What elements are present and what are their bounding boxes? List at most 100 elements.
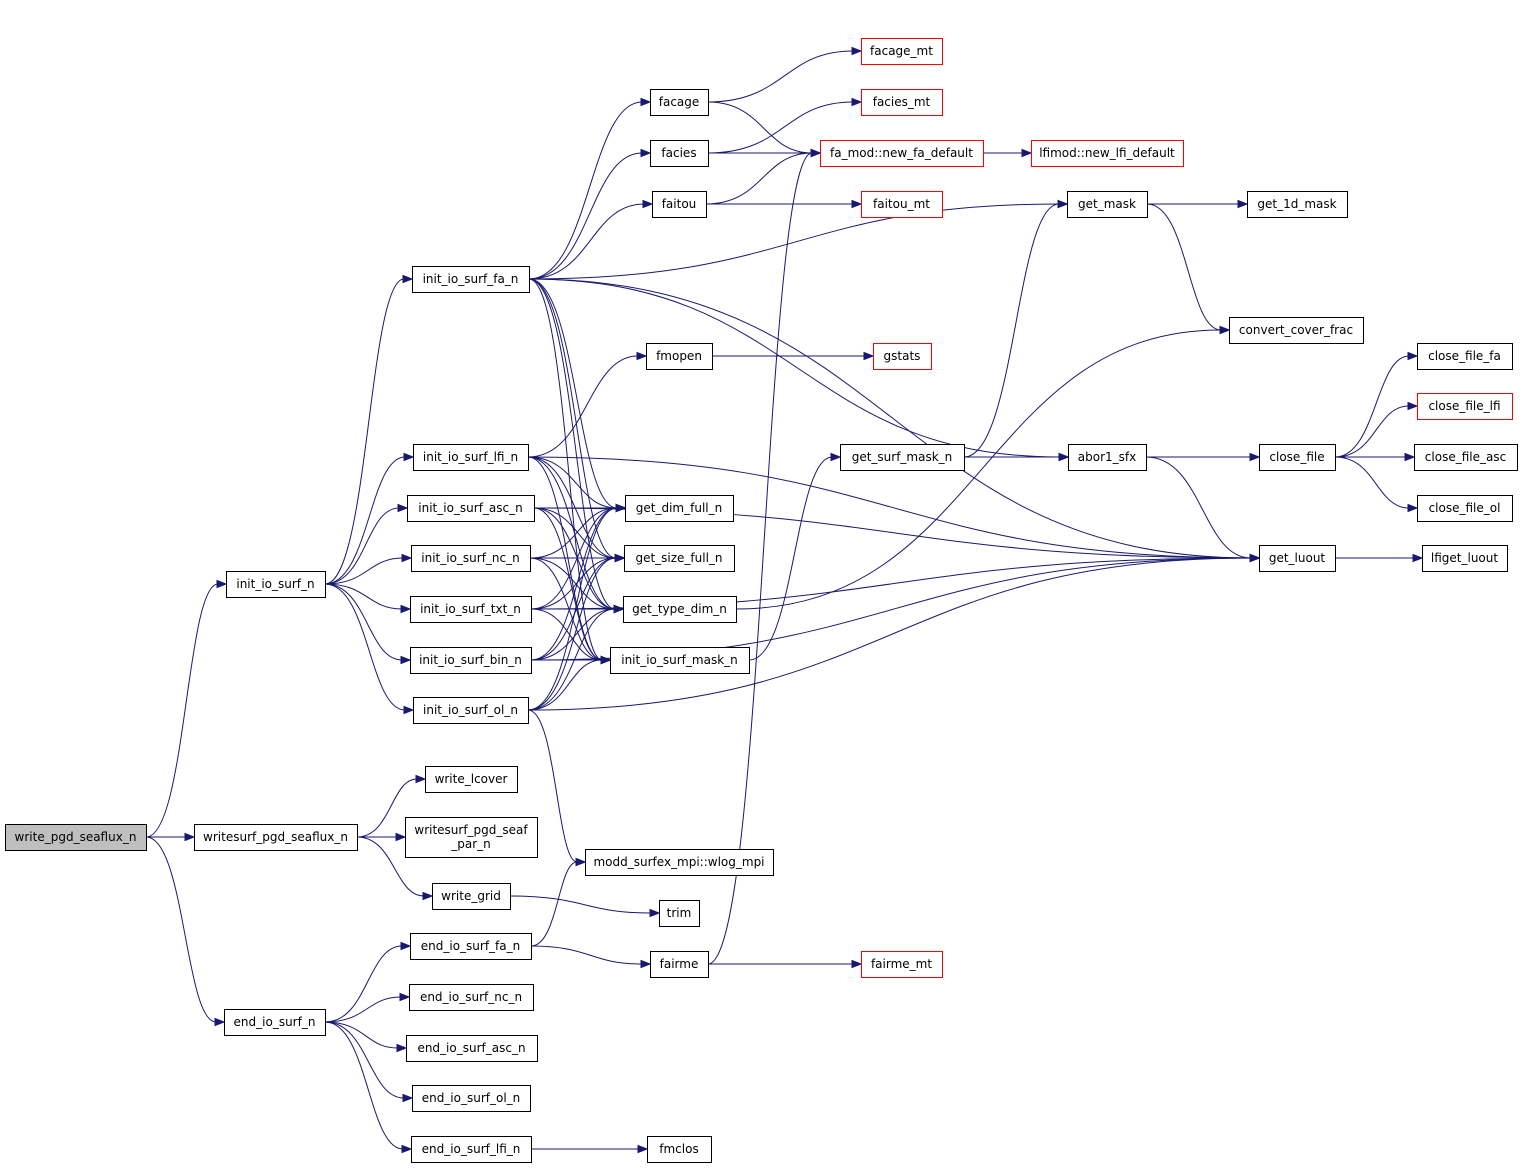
arrowhead-icon <box>637 1144 649 1154</box>
node-fairme-mt[interactable]: fairme_mt <box>861 951 943 978</box>
arrowhead-icon <box>400 941 412 951</box>
arrowhead-icon <box>216 579 228 589</box>
node-write-lcover[interactable]: write_lcover <box>425 766 518 793</box>
node-label: init_io_surf_asc_n <box>418 501 522 515</box>
node-label: close_file_asc <box>1425 450 1506 464</box>
node-init-io-surf-bin-n[interactable]: init_io_surf_bin_n <box>410 647 532 674</box>
node-box <box>610 647 750 674</box>
node-label: get_luout <box>1269 551 1326 565</box>
node-init-io-surf-ol-n[interactable]: init_io_surf_ol_n <box>413 697 529 724</box>
node-faitou[interactable]: faitou <box>652 191 707 218</box>
node-end-io-surf-ol-n[interactable]: end_io_surf_ol_n <box>412 1085 531 1112</box>
node-get-1d-mask[interactable]: get_1d_mask <box>1247 191 1348 218</box>
node-get-luout[interactable]: get_luout <box>1259 545 1336 572</box>
node-box <box>652 191 707 218</box>
node-end-io-surf-asc-n[interactable]: end_io_surf_asc_n <box>406 1035 538 1062</box>
node-fairme[interactable]: fairme <box>650 951 709 978</box>
node-writesurf-pgd-seaf-par-n[interactable]: writesurf_pgd_seaf_par_n <box>405 817 538 858</box>
call-edge <box>527 553 626 711</box>
node-init-io-surf-fa-n[interactable]: init_io_surf_fa_n <box>412 266 530 293</box>
call-edge <box>356 774 427 838</box>
call-edge <box>530 503 627 661</box>
node-label: get_dim_full_n <box>636 501 722 515</box>
node-box <box>625 495 734 522</box>
node-get-type-dim-n[interactable]: get_type_dim_n <box>623 596 737 623</box>
node-get-surf-mask-n[interactable]: get_surf_mask_n <box>840 444 965 471</box>
node-box <box>432 883 511 910</box>
node-box <box>410 647 532 674</box>
node-trim[interactable]: trim <box>659 900 700 927</box>
call-edge <box>324 1021 408 1053</box>
node-end-io-surf-n[interactable]: end_io_surf_n <box>224 1009 326 1036</box>
node-label: write_pgd_seaflux_n <box>15 830 137 844</box>
call-edge <box>527 351 648 458</box>
node-label: facies <box>661 146 696 160</box>
node-init-io-surf-lfi-n[interactable]: init_io_surf_lfi_n <box>413 444 529 471</box>
call-edge <box>708 148 822 158</box>
node-init-io-surf-nc-n[interactable]: init_io_surf_nc_n <box>411 545 531 572</box>
call-edge <box>530 604 625 661</box>
node-box <box>1417 495 1513 522</box>
node-label: end_io_surf_ol_n <box>422 1091 521 1105</box>
node-convert-cover-frac[interactable]: convert_cover_frac <box>1229 317 1364 344</box>
node-end-io-surf-nc-n[interactable]: end_io_surf_nc_n <box>409 984 534 1011</box>
arrowhead-icon <box>575 857 587 867</box>
arrowhead-icon <box>399 992 411 1002</box>
node-box <box>413 697 529 724</box>
arrowhead-icon <box>614 553 626 563</box>
node-label: init_io_surf_bin_n <box>419 653 522 667</box>
node-lfiget-luout[interactable]: lfiget_luout <box>1422 545 1508 572</box>
node-close-file-asc[interactable]: close_file_asc <box>1414 444 1518 471</box>
call-edge <box>527 709 587 867</box>
call-edge <box>527 503 627 711</box>
node-label: close_file_fa <box>1428 349 1501 363</box>
node-init-io-surf-txt-n[interactable]: init_io_surf_txt_n <box>410 596 532 623</box>
call-edge <box>324 1021 414 1103</box>
node-gstats[interactable]: gstats <box>873 343 932 370</box>
node-facies[interactable]: facies <box>650 140 709 167</box>
call-edge <box>528 97 652 280</box>
node-facies-mt[interactable]: facies_mt <box>861 89 943 116</box>
node-init-io-surf-n[interactable]: init_io_surf_n <box>226 571 326 598</box>
node-label: end_io_surf_lfi_n <box>422 1142 521 1156</box>
node-facage[interactable]: facage <box>650 89 709 116</box>
node-label: modd_surfex_mpi::wlog_mpi <box>593 855 764 869</box>
node-modd-surfex-mpi-wlog-mpi[interactable]: modd_surfex_mpi::wlog_mpi <box>585 849 774 876</box>
node-close-file-lfi[interactable]: close_file_lfi <box>1417 393 1513 420</box>
node-facage-mt[interactable]: facage_mt <box>861 38 943 65</box>
arrowhead-icon <box>1021 148 1033 158</box>
node-fa-mod-new-fa-default[interactable]: fa_mod::new_fa_default <box>820 140 984 167</box>
call-edge <box>963 452 1070 462</box>
node-abor1-sfx[interactable]: abor1_sfx <box>1068 444 1147 471</box>
arrowhead-icon <box>851 46 863 56</box>
node-fmclos[interactable]: fmclos <box>647 1136 712 1163</box>
node-get-mask[interactable]: get_mask <box>1067 191 1148 218</box>
node-close-file[interactable]: close_file <box>1259 444 1336 471</box>
node-label: close_file <box>1269 450 1324 464</box>
call-edge <box>528 278 626 563</box>
node-faitou-mt[interactable]: faitou_mt <box>861 191 943 218</box>
call-edge <box>145 836 226 1027</box>
node-close-file-ol[interactable]: close_file_ol <box>1417 495 1513 522</box>
arrowhead-icon <box>1407 401 1419 411</box>
node-box <box>5 824 147 851</box>
node-write-grid[interactable]: write_grid <box>432 883 511 910</box>
node-box <box>646 343 713 370</box>
node-box <box>1417 393 1513 420</box>
node-init-io-surf-asc-n[interactable]: init_io_surf_asc_n <box>407 495 535 522</box>
node-get-size-full-n[interactable]: get_size_full_n <box>624 545 735 572</box>
arrowhead-icon <box>613 604 625 614</box>
call-edge <box>983 148 1033 158</box>
call-edge <box>528 148 652 280</box>
node-lfimod-new-lfi-default[interactable]: lfimod::new_lfi_default <box>1031 140 1184 167</box>
node-get-dim-full-n[interactable]: get_dim_full_n <box>625 495 734 522</box>
node-end-io-surf-fa-n[interactable]: end_io_surf_fa_n <box>410 933 532 960</box>
node-box <box>650 140 709 167</box>
node-fmopen[interactable]: fmopen <box>646 343 713 370</box>
node-init-io-surf-mask-n[interactable]: init_io_surf_mask_n <box>610 647 750 674</box>
node-writesurf-pgd-seaflux-n[interactable]: writesurf_pgd_seaflux_n <box>194 824 358 851</box>
call-edge <box>707 97 863 154</box>
node-box <box>647 1136 712 1163</box>
node-close-file-fa[interactable]: close_file_fa <box>1417 343 1513 370</box>
node-end-io-surf-lfi-n[interactable]: end_io_surf_lfi_n <box>411 1136 532 1163</box>
